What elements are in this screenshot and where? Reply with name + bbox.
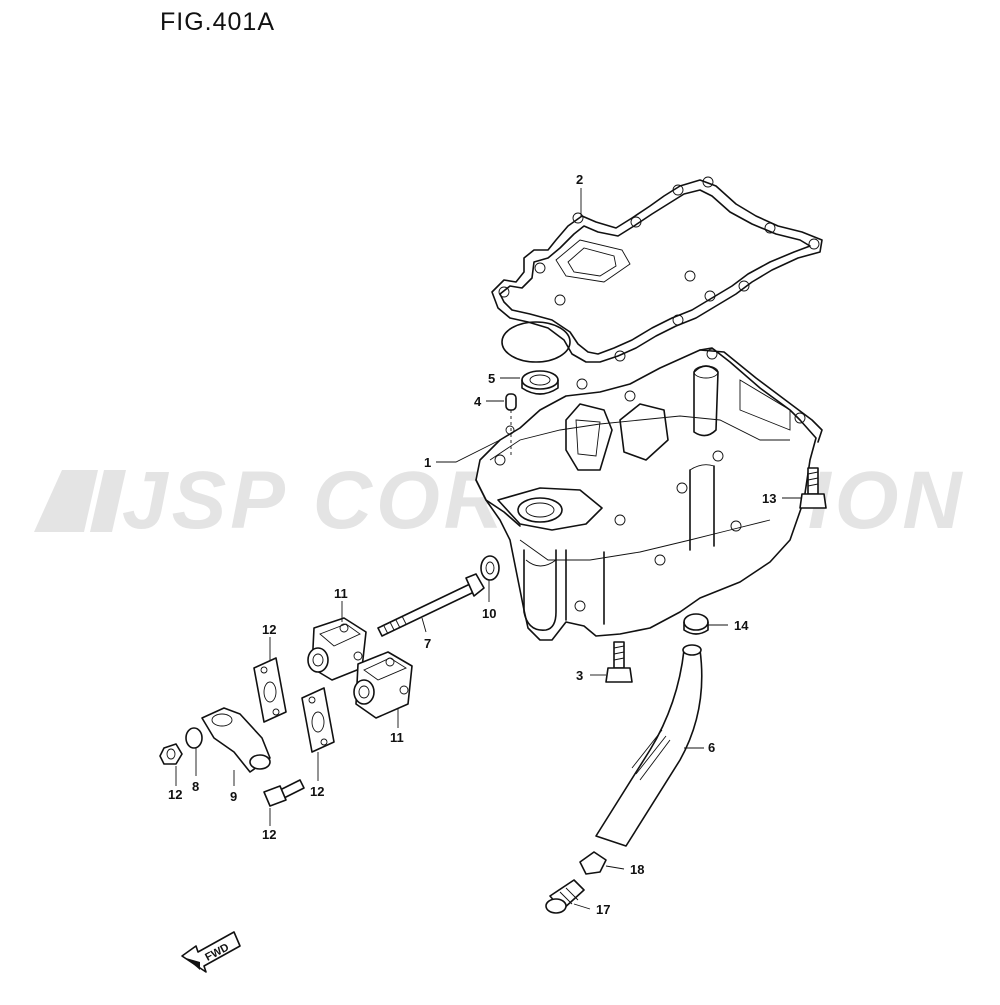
elbow-part-9 [201, 707, 271, 773]
clip-part-8 [185, 727, 203, 749]
fwd-arrow-icon: FWD [181, 931, 241, 973]
bolt-part-3 [605, 641, 633, 683]
bolt-part-13 [263, 779, 305, 807]
callout-11-lower: 11 [390, 730, 404, 745]
housing-part-1 [475, 347, 823, 641]
pipe-part-6 [595, 644, 703, 847]
callout-13: 12 [262, 827, 276, 842]
bolt-part-7 [377, 573, 485, 637]
callout-18: 18 [630, 862, 644, 877]
callout-3: 3 [576, 668, 583, 683]
callout-2: 2 [576, 172, 583, 187]
callout-7: 7 [424, 636, 431, 651]
callout-12-lower: 12 [310, 784, 324, 799]
gasket-part-12a [253, 657, 287, 723]
callout-15: 13 [762, 491, 776, 506]
callout-11-upper: 11 [334, 586, 348, 601]
callout-9: 9 [230, 789, 237, 804]
gasket-part-2 [491, 176, 823, 363]
gasket-part-12b [301, 687, 335, 753]
clamp-part-16 [683, 613, 709, 635]
callout-17: 17 [596, 902, 610, 917]
callout-labels: 2 1 5 4 13 10 11 7 12 14 3 6 11 12 9 8 1… [168, 172, 776, 917]
seal-part-5 [521, 370, 559, 395]
callout-10: 10 [482, 606, 496, 621]
callout-1: 1 [424, 455, 431, 470]
callout-16: 14 [734, 618, 749, 633]
fwd-label: FWD [203, 941, 231, 963]
callout-5: 5 [488, 371, 495, 386]
figure-title: FIG.401A [160, 8, 275, 36]
callout-6: 6 [708, 740, 715, 755]
nut-part-14 [159, 743, 183, 765]
valve-housing-part-11b [353, 651, 413, 719]
clamp-part-18 [579, 851, 607, 875]
washer-part-10 [480, 555, 500, 581]
valve-housing-part-11a [307, 617, 367, 681]
callout-8: 8 [192, 779, 199, 794]
callout-12-upper: 12 [262, 622, 276, 637]
fitting-part-17 [545, 879, 585, 914]
callout-4: 4 [474, 394, 482, 409]
dowel-part-4 [505, 393, 517, 458]
bolt-part-15 [799, 467, 827, 509]
callout-14: 12 [168, 787, 182, 802]
leader-lines [175, 188, 802, 910]
